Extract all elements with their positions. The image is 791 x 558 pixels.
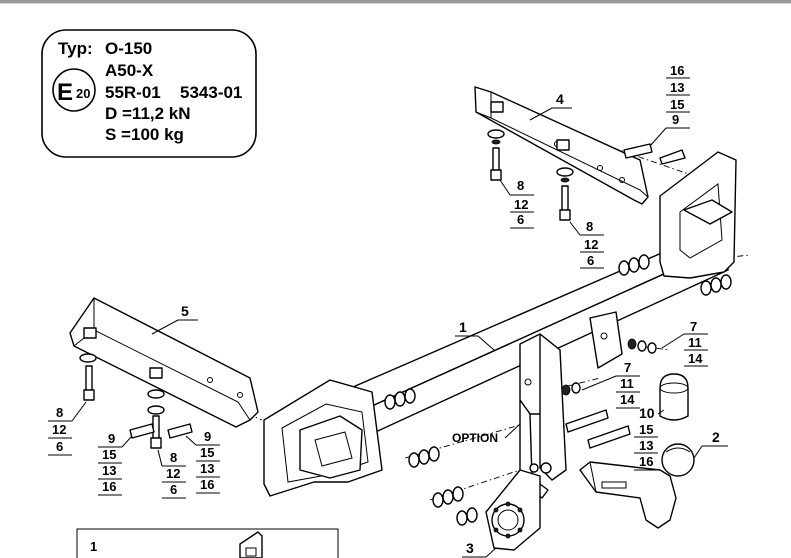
callout-4: 4 bbox=[556, 91, 564, 107]
svg-text:12: 12 bbox=[514, 197, 528, 212]
svg-text:12: 12 bbox=[166, 466, 180, 481]
svg-text:15: 15 bbox=[200, 445, 214, 460]
svg-text:12: 12 bbox=[584, 237, 598, 252]
callout-10: 10 bbox=[639, 405, 655, 421]
svg-text:7: 7 bbox=[690, 319, 697, 334]
side-bracket-4 bbox=[474, 86, 649, 205]
callout-1: 1 bbox=[459, 319, 467, 335]
parts-legend-box: 1 bbox=[76, 528, 339, 558]
svg-text:9: 9 bbox=[204, 429, 211, 444]
stack-top-a: 8 12 6 bbox=[499, 178, 534, 229]
svg-text:13: 13 bbox=[102, 463, 116, 478]
svg-text:8: 8 bbox=[56, 405, 63, 420]
tow-ball-bar-2 bbox=[579, 443, 695, 529]
approval-regulation: 55R-01 bbox=[105, 83, 161, 102]
stack-bottom-left-a: 9 15 13 16 bbox=[98, 431, 133, 496]
svg-text:14: 14 bbox=[688, 351, 703, 366]
bolts-and-washers bbox=[79, 129, 732, 526]
option-label: OPTION bbox=[452, 431, 498, 445]
typ-label: Typ: bbox=[58, 39, 93, 58]
svg-text:15: 15 bbox=[639, 422, 653, 437]
svg-text:6: 6 bbox=[587, 253, 594, 268]
svg-text:16: 16 bbox=[639, 454, 653, 469]
stack-top-b: 8 12 6 bbox=[569, 219, 604, 269]
socket-holder-3 bbox=[485, 469, 541, 551]
ball-cover-10 bbox=[659, 373, 689, 421]
svg-text:13: 13 bbox=[670, 80, 684, 95]
stack-top-right: 16 13 15 9 bbox=[649, 63, 690, 147]
svg-text:9: 9 bbox=[672, 112, 679, 127]
s-value: S =100 kg bbox=[105, 125, 184, 144]
d-value: D =11,2 kN bbox=[105, 104, 191, 123]
svg-text:8: 8 bbox=[586, 219, 593, 234]
svg-text:13: 13 bbox=[200, 461, 214, 476]
e-mark-letter: E bbox=[57, 79, 73, 106]
legend-item-1: 1 bbox=[90, 539, 97, 554]
callout-3: 3 bbox=[466, 540, 474, 556]
svg-text:6: 6 bbox=[56, 439, 63, 454]
stack-left: 8 12 6 bbox=[48, 401, 87, 456]
typ-value: O-150 bbox=[105, 39, 152, 58]
svg-text:16: 16 bbox=[102, 479, 116, 494]
svg-text:6: 6 bbox=[517, 212, 524, 227]
top-border-shadow bbox=[0, 3, 791, 4]
svg-text:16: 16 bbox=[200, 477, 214, 492]
svg-text:11: 11 bbox=[620, 376, 634, 391]
callout-2: 2 bbox=[712, 429, 720, 445]
svg-text:7: 7 bbox=[624, 360, 631, 375]
e-mark-number: 20 bbox=[76, 86, 90, 101]
svg-text:14: 14 bbox=[620, 392, 635, 407]
top-border bbox=[0, 0, 791, 3]
model-code: A50-X bbox=[105, 61, 154, 80]
stack-mid-b: 7 11 14 bbox=[581, 360, 640, 409]
svg-text:11: 11 bbox=[688, 335, 702, 350]
approval-number: 5343-01 bbox=[180, 83, 242, 102]
svg-text:15: 15 bbox=[670, 97, 684, 112]
side-bracket-5 bbox=[69, 297, 259, 428]
svg-text:12: 12 bbox=[52, 422, 66, 437]
stack-mid-a: 7 11 14 bbox=[661, 319, 708, 367]
svg-text:16: 16 bbox=[670, 63, 684, 78]
svg-text:8: 8 bbox=[170, 450, 177, 465]
e-mark-badge: E 20 bbox=[52, 68, 96, 112]
stack-bottom-left-b: 8 12 6 bbox=[157, 449, 186, 499]
stack-right-bolts: 15 13 16 bbox=[634, 422, 658, 471]
svg-text:6: 6 bbox=[170, 482, 177, 497]
part-callouts: 4 5 1 2 3 10 OPTION bbox=[151, 91, 728, 558]
centre-bracket bbox=[519, 311, 623, 499]
type-plate: Typ: O-150 A50-X E 20 55R-01 5343-01 D =… bbox=[41, 29, 257, 158]
svg-text:9: 9 bbox=[108, 431, 115, 446]
right-end-plate bbox=[659, 151, 737, 279]
svg-text:13: 13 bbox=[639, 438, 653, 453]
svg-text:8: 8 bbox=[517, 178, 524, 193]
callout-5: 5 bbox=[181, 303, 189, 319]
svg-text:15: 15 bbox=[102, 447, 116, 462]
stack-bottom-left-c: 9 15 13 16 bbox=[185, 429, 220, 494]
left-end-plate bbox=[263, 379, 383, 497]
